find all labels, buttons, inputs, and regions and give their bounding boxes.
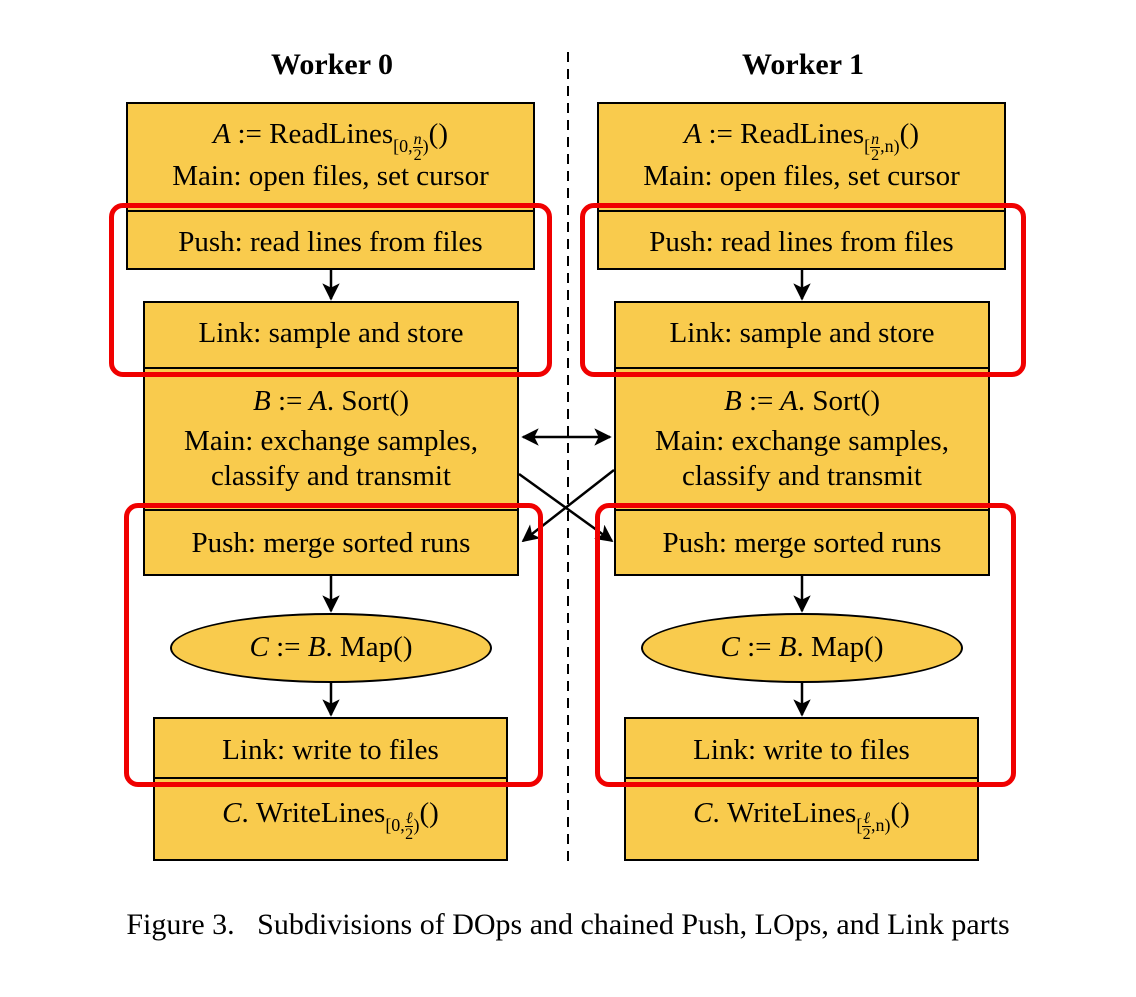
worker-1-sort-formula: B := A. Sort() xyxy=(723,385,880,417)
worker-1-divider xyxy=(616,509,988,511)
worker-1-push-read: Push: read lines from files xyxy=(649,226,954,258)
worker-0-link-write: Link: write to files xyxy=(222,734,439,766)
highlight-w1-push-link xyxy=(580,203,1026,377)
worker-1-push-merge: Push: merge sorted runs xyxy=(662,527,942,559)
worker-1-divider xyxy=(626,777,977,779)
worker-0-divider xyxy=(128,210,533,212)
worker-0-push-merge: Push: merge sorted runs xyxy=(191,527,471,559)
worker-0-main-exchange-2: classify and transmit xyxy=(210,460,451,492)
worker-1-divider xyxy=(599,210,1004,212)
highlight-w0-push-link xyxy=(109,203,552,377)
worker-1-main-exchange-1: Main: exchange samples, xyxy=(655,425,949,457)
worker-0-divider xyxy=(145,509,517,511)
worker-0-main-open: Main: open files, set cursor xyxy=(172,160,489,192)
worker-0-divider xyxy=(155,777,506,779)
worker-0-push-read: Push: read lines from files xyxy=(178,226,483,258)
worker-1-link-sample: Link: sample and store xyxy=(669,317,935,349)
highlight-w1-push-lop-link xyxy=(595,503,1016,787)
worker-0-divider xyxy=(145,367,517,369)
worker-1-title: Worker 1 xyxy=(742,48,864,81)
worker-0-link-sample: Link: sample and store xyxy=(198,317,464,349)
worker-1-main-open: Main: open files, set cursor xyxy=(643,160,960,192)
worker-1-map-formula: C := B. Map() xyxy=(720,631,884,663)
worker-0-sort-dop: Link: sample and store B := A. Sort() Ma… xyxy=(143,301,519,576)
worker-0-main-exchange-1: Main: exchange samples, xyxy=(184,425,478,457)
worker-1-divider xyxy=(616,367,988,369)
worker-0-map-formula: C := B. Map() xyxy=(249,631,413,663)
worker-0-sort-formula: B := A. Sort() xyxy=(252,385,409,417)
worker-0-map-lop: C := B. Map() xyxy=(170,613,492,683)
highlight-w0-push-lop-link xyxy=(124,503,543,787)
worker-1-sort-dop: Link: sample and store B := A. Sort() Ma… xyxy=(614,301,990,576)
worker-1-link-write: Link: write to files xyxy=(693,734,910,766)
worker-1-map-lop: C := B. Map() xyxy=(641,613,963,683)
worker-0-title: Worker 0 xyxy=(271,48,393,81)
figure-caption: Figure 3. Subdivisions of DOps and chain… xyxy=(126,908,1010,941)
worker-1-main-exchange-2: classify and transmit xyxy=(681,460,922,492)
